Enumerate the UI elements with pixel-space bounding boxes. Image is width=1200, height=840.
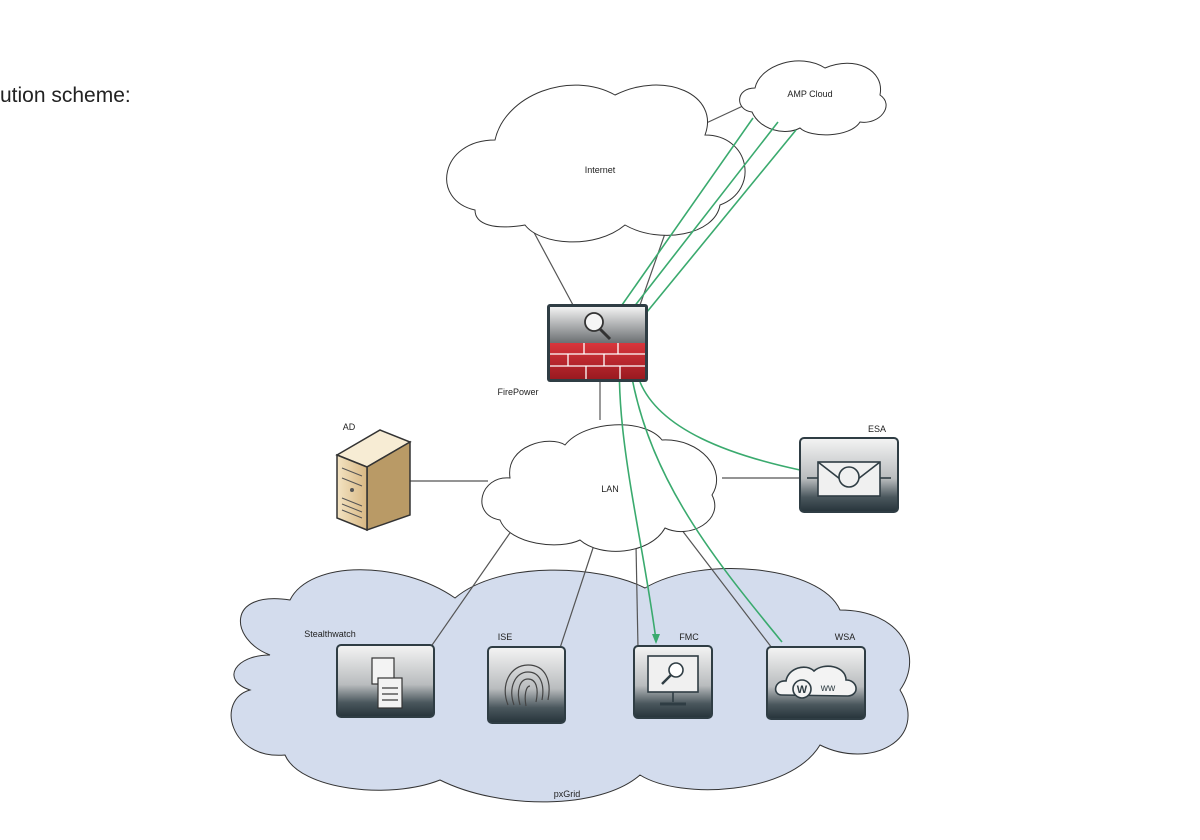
flow-firepower-amp-2 [629, 121, 779, 313]
document-stack-icon [371, 657, 403, 709]
internet-label: Internet [585, 165, 616, 175]
fmc-arrow-head [652, 634, 660, 644]
wsa-appliance: W ww [766, 646, 866, 720]
ise-appliance [487, 646, 566, 724]
firepower-appliance [547, 304, 648, 382]
internet-cloud [446, 84, 746, 243]
web-cloud-icon [774, 665, 857, 699]
ww-glyph: ww [820, 683, 836, 694]
ad-server [335, 429, 412, 532]
link-lan-stealthwatch [429, 529, 513, 649]
magnifier-icon [584, 312, 612, 341]
wsa-label: WSA [835, 632, 856, 642]
link-internet-firepower [529, 224, 574, 306]
fmc-label: FMC [679, 632, 699, 642]
ad-label: AD [343, 422, 356, 432]
link-lan-ise [559, 547, 594, 649]
ise-label: ISE [498, 632, 513, 642]
amp-cloud-label: AMP Cloud [787, 89, 832, 99]
lan-cloud [481, 424, 718, 552]
flow-firepower-amp-3 [641, 129, 797, 319]
fmc-appliance [633, 645, 713, 719]
flow-to-esa [639, 381, 801, 471]
link-lan-wsa [677, 524, 773, 649]
envelope-icon [807, 461, 891, 497]
firepower-label: FirePower [497, 387, 538, 397]
link-lan-fmc [635, 544, 639, 649]
page-heading: ution scheme: [0, 84, 131, 107]
fmc-magnifier-icon [661, 662, 684, 685]
lan-label: LAN [601, 484, 619, 494]
stealthwatch-label: Stealthwatch [304, 629, 356, 639]
network-links [410, 104, 800, 649]
flow-to-wsa [627, 349, 783, 643]
stealthwatch-appliance [336, 644, 435, 718]
amp-cloud [739, 60, 887, 136]
pxgrid-cloud [230, 568, 911, 803]
esa-appliance [799, 437, 899, 513]
flow-firepower-amp-1 [621, 117, 754, 306]
esa-label: ESA [868, 424, 886, 434]
link-internet-firepower-2 [639, 224, 669, 306]
pxgrid-label: pxGrid [554, 789, 581, 799]
fingerprint-icon [504, 664, 550, 707]
w-glyph: W [797, 684, 808, 696]
link-internet-amp [701, 104, 746, 126]
